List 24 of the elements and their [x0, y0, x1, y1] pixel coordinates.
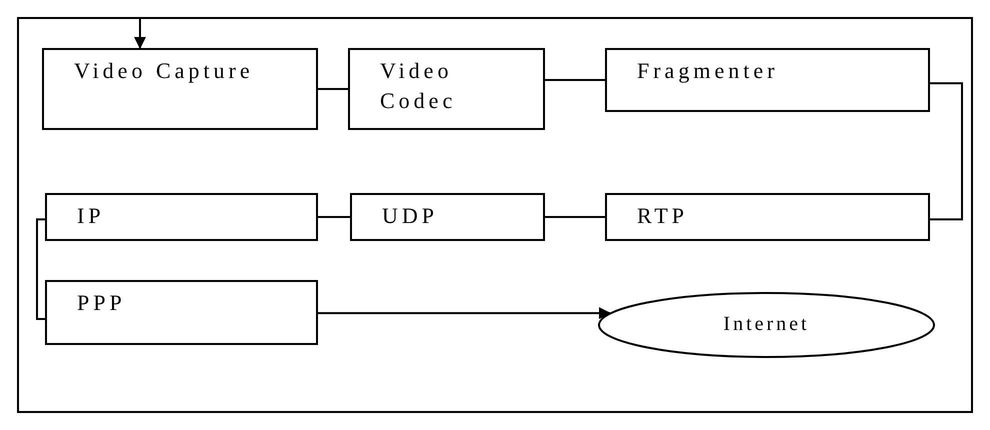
- box-label: PPP: [77, 289, 127, 317]
- box-label: UDP: [382, 202, 440, 230]
- box-label: Video Capture: [74, 57, 255, 85]
- box-label: RTP: [637, 202, 690, 230]
- process-box: [605, 48, 930, 112]
- process-box: [605, 193, 930, 241]
- connector-line: [318, 88, 348, 90]
- process-box: [348, 48, 545, 130]
- box-label: Video Codec: [380, 57, 458, 115]
- box-label: Internet: [722, 312, 811, 337]
- ellipse-node: [598, 292, 935, 358]
- connector-line: [36, 218, 45, 320]
- process-box: [45, 193, 318, 241]
- connector-line: [545, 216, 605, 218]
- box-label: IP: [77, 202, 106, 230]
- arrow: [134, 18, 146, 49]
- connector-line: [318, 216, 350, 218]
- process-box: [350, 193, 545, 241]
- process-box: [45, 280, 318, 345]
- process-box: [42, 48, 318, 130]
- box-label: Fragmenter: [637, 57, 780, 85]
- arrow: [318, 307, 611, 320]
- connector-line: [545, 79, 605, 81]
- connector-line: [930, 82, 963, 220]
